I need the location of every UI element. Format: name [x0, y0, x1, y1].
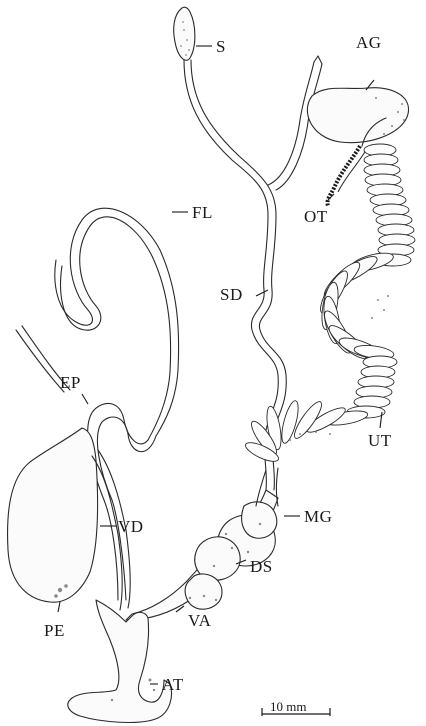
uterus-coils — [243, 144, 415, 465]
penis-structure — [8, 326, 131, 610]
label-va: VA — [188, 611, 212, 630]
pe-leader — [58, 602, 60, 612]
label-ut: UT — [368, 431, 392, 450]
label-ds: DS — [250, 557, 273, 576]
label-ot: OT — [304, 207, 328, 226]
ep-leader — [82, 394, 88, 404]
label-fl: FL — [192, 203, 213, 222]
atrium-structure — [68, 600, 172, 722]
label-pe: PE — [44, 621, 65, 640]
label-vd: VD — [118, 517, 144, 536]
label-ag: AG — [356, 33, 382, 52]
label-s: S — [216, 37, 226, 56]
scale-bar-label: 10 mm — [270, 699, 306, 714]
label-mg: MG — [304, 507, 332, 526]
flagellum-structure — [55, 208, 179, 440]
label-at: AT — [162, 675, 184, 694]
scale-bar: 10 mm — [262, 699, 330, 716]
vagina-and-glands-structure — [126, 468, 278, 620]
spermatheca-structure — [174, 7, 322, 490]
sd-leader — [256, 290, 268, 296]
label-ep: EP — [60, 373, 81, 392]
label-sd: SD — [220, 285, 243, 304]
